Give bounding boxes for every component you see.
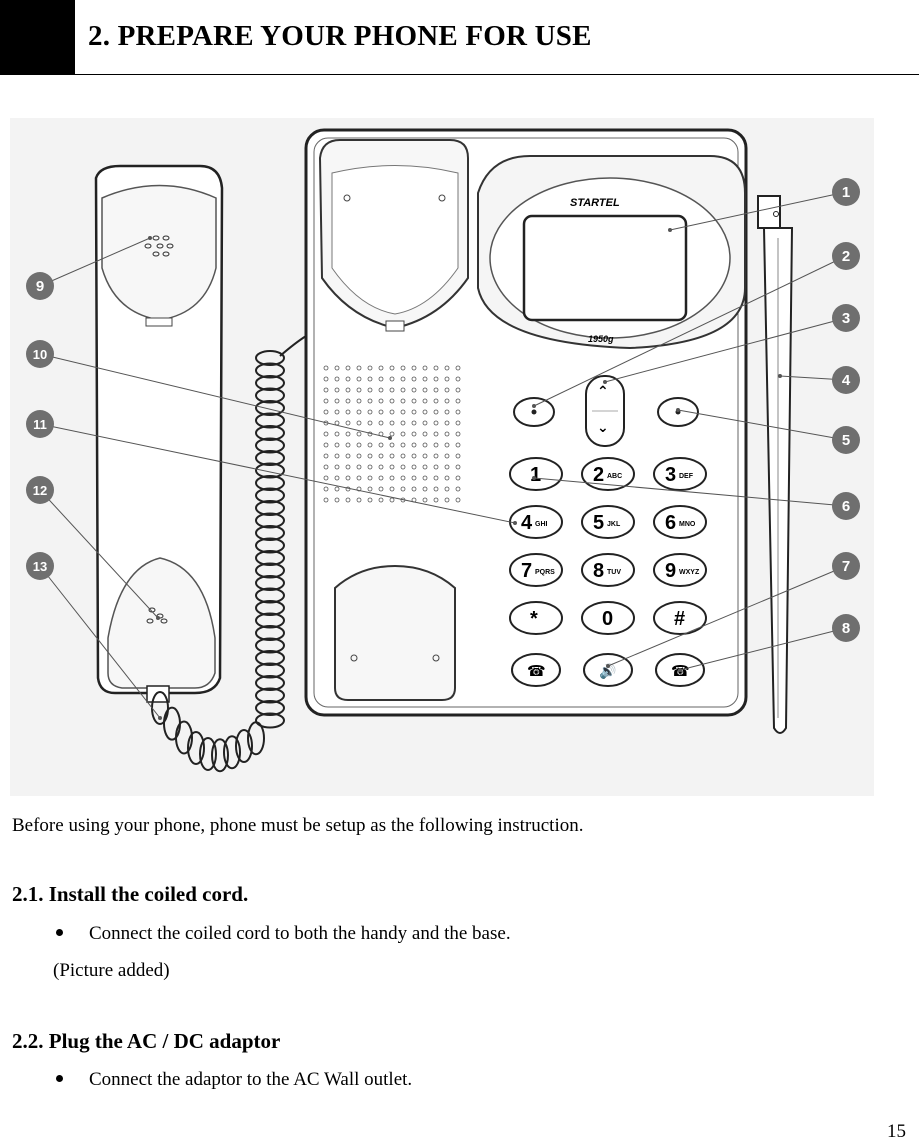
svg-text:10: 10 <box>33 347 47 362</box>
coiled-cord <box>151 335 307 773</box>
section-heading-adaptor: 2.2. Plug the AC / DC adaptor <box>12 1029 281 1053</box>
call-keys: ☎ 🔊 ☎ <box>511 653 705 687</box>
header-divider <box>0 74 919 75</box>
lcd-screen <box>522 214 688 322</box>
svg-text:9: 9 <box>36 278 44 295</box>
bullet-icon <box>56 1075 63 1083</box>
callout-7: 7 <box>606 552 860 668</box>
speaker-grille <box>323 365 461 503</box>
svg-text:#: # <box>674 608 685 630</box>
callout-10: 10 <box>26 340 392 440</box>
svg-text:8: 8 <box>842 620 850 637</box>
brand-logo: STARTEL <box>570 197 620 209</box>
model-label: 1950g <box>588 334 614 344</box>
svg-text:3: 3 <box>842 310 850 327</box>
callout-11: 11 <box>26 410 517 525</box>
svg-text:ABC: ABC <box>607 473 622 480</box>
bullet-install-cord: Connect the coiled cord to both the hand… <box>56 923 511 945</box>
bullet-text: Connect the coiled cord to both the hand… <box>89 923 511 944</box>
page-number: 15 <box>887 1121 906 1142</box>
svg-text:8: 8 <box>593 560 604 582</box>
svg-text:🔊: 🔊 <box>599 662 616 680</box>
svg-text:*: * <box>530 608 538 630</box>
antenna <box>757 195 794 734</box>
svg-text:6: 6 <box>842 498 850 515</box>
key-0: 0 <box>581 601 635 635</box>
svg-text:13: 13 <box>33 559 47 574</box>
callout-13: 13 <box>26 552 162 720</box>
svg-text:MNO: MNO <box>679 521 696 528</box>
svg-text:2: 2 <box>593 464 604 486</box>
svg-text:TUV: TUV <box>607 569 621 576</box>
svg-text:WXYZ: WXYZ <box>679 569 700 576</box>
svg-text:DEF: DEF <box>679 473 694 480</box>
key-star: * <box>509 601 563 635</box>
svg-text:1: 1 <box>530 464 541 486</box>
svg-text:4: 4 <box>842 372 851 389</box>
intro-text: Before using your phone, phone must be s… <box>12 815 584 836</box>
svg-text:☎: ☎ <box>527 663 546 680</box>
bullet-adaptor: Connect the adaptor to the AC Wall outle… <box>56 1069 412 1091</box>
lower-cradle <box>334 564 456 701</box>
svg-text:⌃: ⌃ <box>597 383 609 399</box>
callout-12: 12 <box>26 476 160 620</box>
callout-4: 4 <box>778 366 860 394</box>
bullet-text: Connect the adaptor to the AC Wall outle… <box>89 1069 413 1090</box>
callout-3: 3 <box>603 304 860 384</box>
svg-text:3: 3 <box>665 464 676 486</box>
section-heading-install-cord: 2.1. Install the coiled cord. <box>12 882 249 906</box>
key-hash: # <box>653 601 707 635</box>
svg-text:PQRS: PQRS <box>535 569 555 576</box>
svg-text:⌄: ⌄ <box>597 419 609 435</box>
svg-text:6: 6 <box>665 512 676 534</box>
key-1: 1 <box>509 457 563 491</box>
svg-text:0: 0 <box>602 608 613 630</box>
header-black-block <box>0 0 75 74</box>
handset <box>94 164 224 703</box>
callout-5: 5 <box>676 408 860 454</box>
svg-text:12: 12 <box>33 483 47 498</box>
callout-9: 9 <box>26 236 152 300</box>
svg-text:JKL: JKL <box>607 521 621 528</box>
callout-8: 8 <box>678 614 860 672</box>
svg-text:5: 5 <box>593 512 604 534</box>
svg-text:1: 1 <box>842 184 850 201</box>
svg-text:11: 11 <box>33 417 47 432</box>
svg-text:7: 7 <box>521 560 532 582</box>
callout-1: 1 <box>668 178 860 232</box>
svg-text:7: 7 <box>842 558 850 575</box>
svg-text:2: 2 <box>842 248 850 265</box>
callout-2: 2 <box>532 242 860 408</box>
svg-text:5: 5 <box>842 432 850 449</box>
svg-text:4: 4 <box>521 512 533 534</box>
bullet-icon <box>56 929 63 937</box>
svg-text:9: 9 <box>665 560 676 582</box>
callout-6: 6 <box>532 476 860 520</box>
svg-text:GHI: GHI <box>535 521 548 528</box>
picture-note: (Picture added) <box>53 960 170 981</box>
page-title: 2. PREPARE YOUR PHONE FOR USE <box>88 20 592 52</box>
